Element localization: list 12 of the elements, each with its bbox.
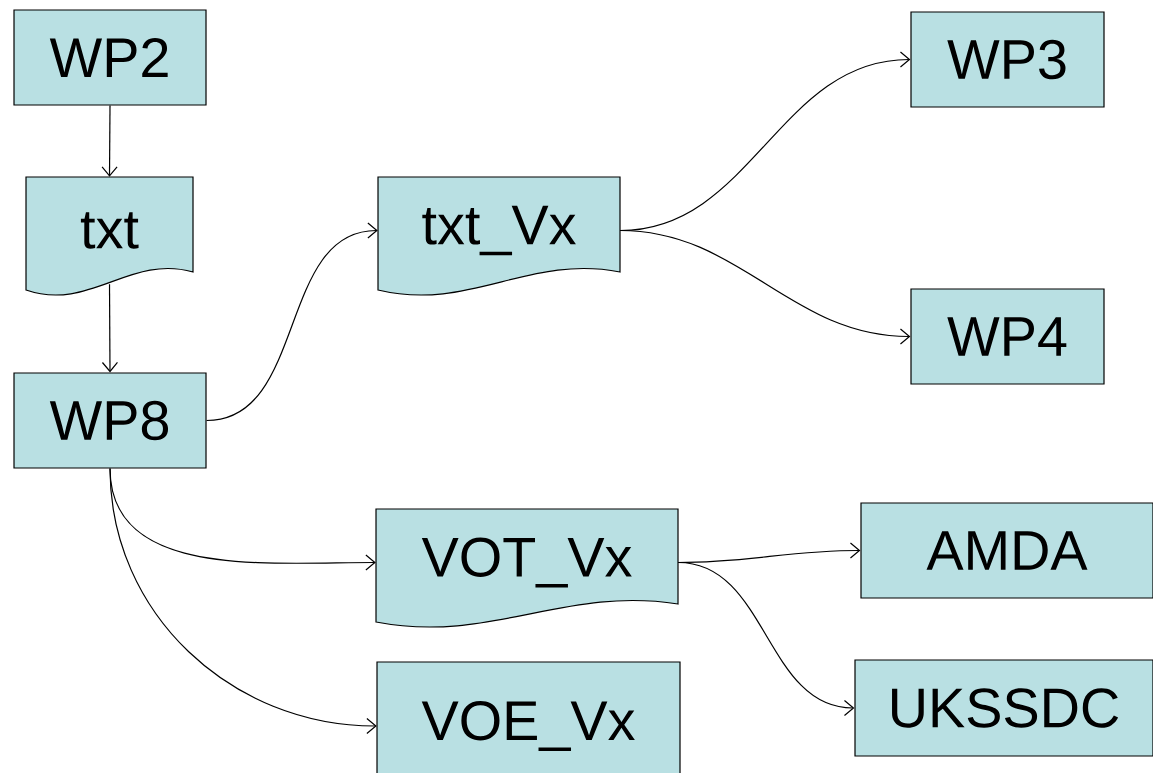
process-box: WP2 [13, 9, 207, 106]
arrow [109, 468, 377, 735]
process-box: WP3 [910, 11, 1105, 108]
arrow [101, 105, 118, 177]
arrow [206, 222, 378, 422]
arrow [677, 561, 855, 717]
process-box: UKSSDC [854, 659, 1153, 757]
process-box: WP4 [910, 288, 1105, 385]
arrow [619, 229, 911, 345]
process-box: AMDA [860, 502, 1153, 599]
arrow [101, 283, 119, 373]
process-box: WP8 [13, 372, 207, 469]
